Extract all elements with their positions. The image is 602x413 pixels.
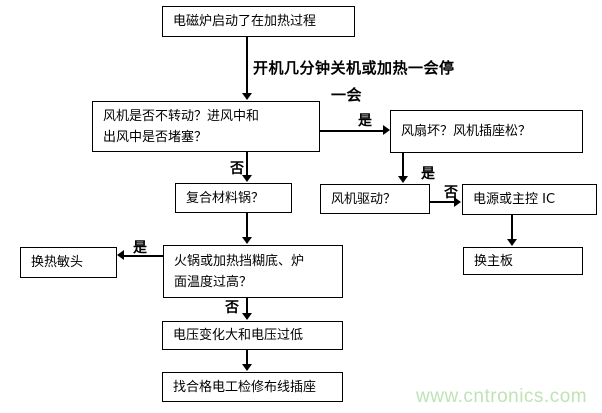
connector-fancheck-to-fanbroken — [319, 130, 385, 132]
node-composite-pot-question: 复合材料锅？ — [175, 183, 292, 213]
node-call-electrician: 找合格电工检修布线插座 — [162, 372, 343, 402]
connector-start-to-fancheck — [246, 37, 248, 95]
edge-label-no: 否 — [230, 161, 244, 177]
node-fan-not-rotating-question: 风机是否不转动？进风中和 出风中是否堵塞？ — [92, 101, 320, 152]
arrowhead-down-icon — [242, 237, 252, 244]
arrowhead-down-icon — [242, 313, 252, 320]
edge-label-yes: 是 — [421, 166, 435, 182]
arrowhead-down-icon — [242, 93, 252, 100]
connector-compositepot-to-overheat — [246, 213, 248, 239]
connector-voltage-to-electrician — [246, 350, 248, 366]
edge-label-no: 否 — [444, 185, 458, 201]
node-replace-mainboard: 换主板 — [463, 247, 583, 275]
connector-overheat-to-voltage — [246, 298, 248, 315]
connector-fanbroken-to-fandrive — [402, 153, 404, 178]
arrowhead-down-icon — [507, 239, 517, 246]
edge-label-yes: 是 — [133, 240, 147, 256]
arrowhead-down-icon — [242, 364, 252, 371]
arrowhead-right-icon — [454, 197, 461, 207]
edge-label-no: 否 — [225, 300, 239, 316]
node-start: 电磁炉启动了在加热过程 — [162, 6, 355, 37]
watermark: www.cntronics.com — [416, 386, 588, 407]
arrowhead-down-icon — [398, 176, 408, 183]
connector-overheat-to-thermalhead — [124, 255, 163, 257]
node-fan-drive-question: 风机驱动？ — [320, 184, 430, 214]
edge-label-yes: 是 — [358, 113, 372, 129]
edge-annotation-line1: 开机几分钟关机或加热一会停 — [253, 59, 455, 77]
node-fan-broken-question: 风扇坏？风机插座松？ — [390, 110, 583, 153]
arrowhead-down-icon — [242, 175, 252, 182]
connector-fandrive-to-poweric — [430, 201, 456, 203]
arrowhead-right-icon — [383, 125, 390, 135]
node-power-or-main-ic: 电源或主控 IC — [462, 184, 597, 215]
node-voltage-problem: 电压变化大和电压过低 — [162, 321, 343, 350]
connector-fancheck-to-compositepot — [246, 152, 248, 177]
connector-poweric-to-mainboard — [511, 215, 513, 241]
node-surface-overheat-question: 火锅或加热挡糊底、炉 面温度过高？ — [163, 245, 343, 298]
edge-annotation-line2: 一会 — [331, 86, 363, 104]
node-replace-thermal-sensor: 换热敏头 — [20, 247, 117, 278]
arrowhead-left-icon — [117, 250, 124, 260]
